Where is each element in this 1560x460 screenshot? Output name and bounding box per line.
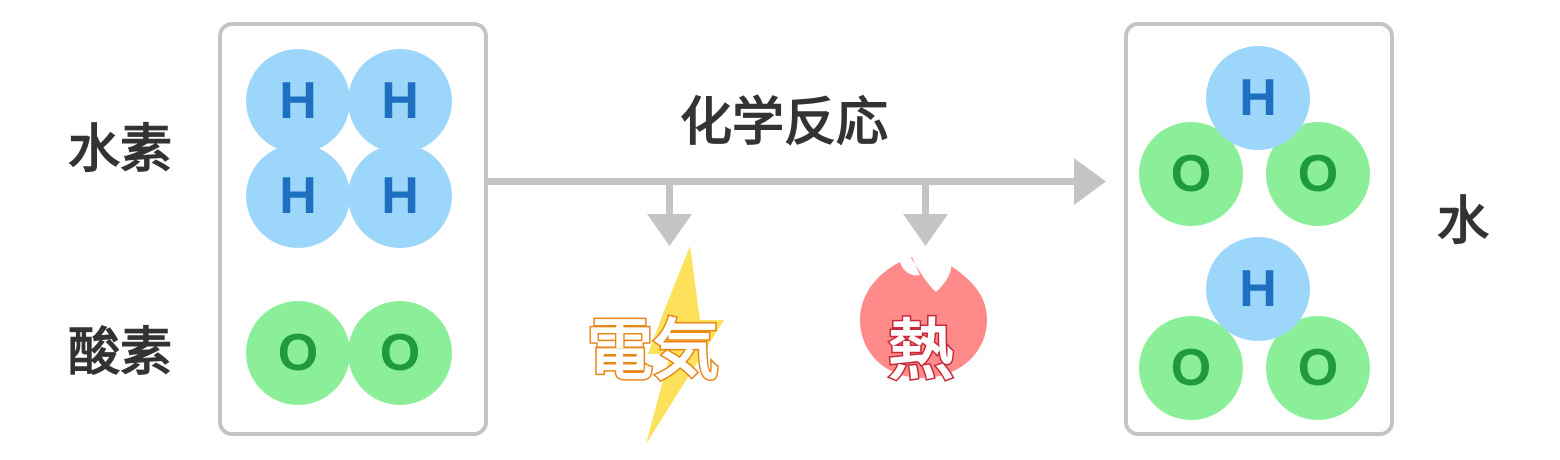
main-arrow [488, 158, 1106, 205]
water-label: 水 [1437, 192, 1490, 252]
heat-branch-arrow [903, 182, 948, 246]
oxygen-atom: O [348, 301, 452, 405]
hydrogen-atom: H [348, 144, 452, 248]
flame-icon [860, 257, 987, 378]
heat-label: 熱 [887, 312, 956, 389]
oxygen-atom: O [1139, 316, 1243, 420]
electricity-label: 電気 [586, 312, 721, 389]
hydrogen-atom: H [1206, 237, 1310, 341]
hydrogen-atom: H [246, 49, 350, 153]
lightning-bolt-icon [646, 246, 724, 444]
hydrogen-atom: H [348, 49, 452, 153]
oxygen-label: 酸素 [68, 323, 173, 383]
electricity-branch-arrow [647, 182, 692, 246]
reaction-label: 化学反応 [680, 93, 889, 153]
hydrogen-atom: H [246, 144, 350, 248]
hydrogen-label: 水素 [68, 120, 173, 180]
oxygen-atom: O [246, 301, 350, 405]
hydrogen-atom: H [1206, 46, 1310, 150]
